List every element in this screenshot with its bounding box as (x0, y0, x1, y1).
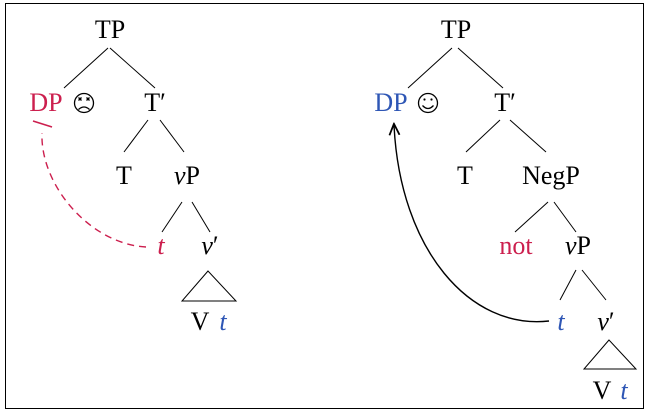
vbar-triangle (582, 339, 638, 370)
right-not-label: not (499, 231, 533, 260)
left-v-head-label: V (191, 307, 210, 336)
right-object-trace-label: t (620, 376, 628, 405)
left-tbar-label: T′ (144, 88, 166, 117)
right-negp-label: NegP (522, 161, 580, 190)
smiley-face-icon (417, 92, 439, 114)
left-tp-label: TP (95, 15, 125, 44)
left-tree-branches (63, 47, 238, 302)
right-vp-label: vP (565, 231, 591, 260)
branch-vp-vbar (191, 201, 211, 233)
left-vp-label: vP (174, 161, 200, 190)
right-tbar-label: T′ (494, 88, 516, 117)
branch-vp-t (559, 269, 577, 301)
branch-negp-vp (553, 201, 577, 233)
movement-arrow (394, 125, 550, 323)
sad-face-icon (73, 92, 95, 114)
branch-vp-vbar (581, 269, 607, 301)
branch-tbar-t (465, 119, 501, 153)
branch-tp-dp (407, 47, 453, 89)
right-trace-label: t (557, 307, 565, 336)
figure-frame (5, 3, 644, 409)
right-t-label: T (457, 161, 473, 190)
branch-negp-not (514, 201, 549, 233)
right-dp-label: DP (374, 88, 407, 117)
right-tree: TP DP T′ T NegP not vP t v′ V t (374, 15, 638, 405)
left-t-label: T (116, 161, 132, 190)
vbar-triangle (180, 270, 238, 302)
left-vbar-label: v′ (201, 231, 218, 260)
branch-tbar-negp (509, 119, 547, 153)
right-tp-label: TP (441, 15, 471, 44)
branch-tp-tbar (109, 47, 156, 89)
blocked-movement-path (41, 132, 147, 248)
left-dp-label: DP (29, 88, 62, 117)
branch-tp-tbar (457, 47, 504, 89)
right-vbar-label: v′ (597, 307, 614, 336)
blocked-movement-bar (32, 120, 53, 128)
left-object-trace-label: t (219, 307, 227, 336)
branch-vp-t (161, 201, 183, 233)
right-tree-branches (407, 47, 638, 370)
branch-tbar-t (123, 119, 149, 153)
left-trace-label: t (157, 231, 165, 260)
right-v-head-label: V (593, 376, 612, 405)
left-tree: TP DP T′ T vP t v′ V t (29, 15, 238, 336)
branch-tp-dp (63, 47, 109, 89)
branch-tbar-vp (159, 119, 185, 153)
